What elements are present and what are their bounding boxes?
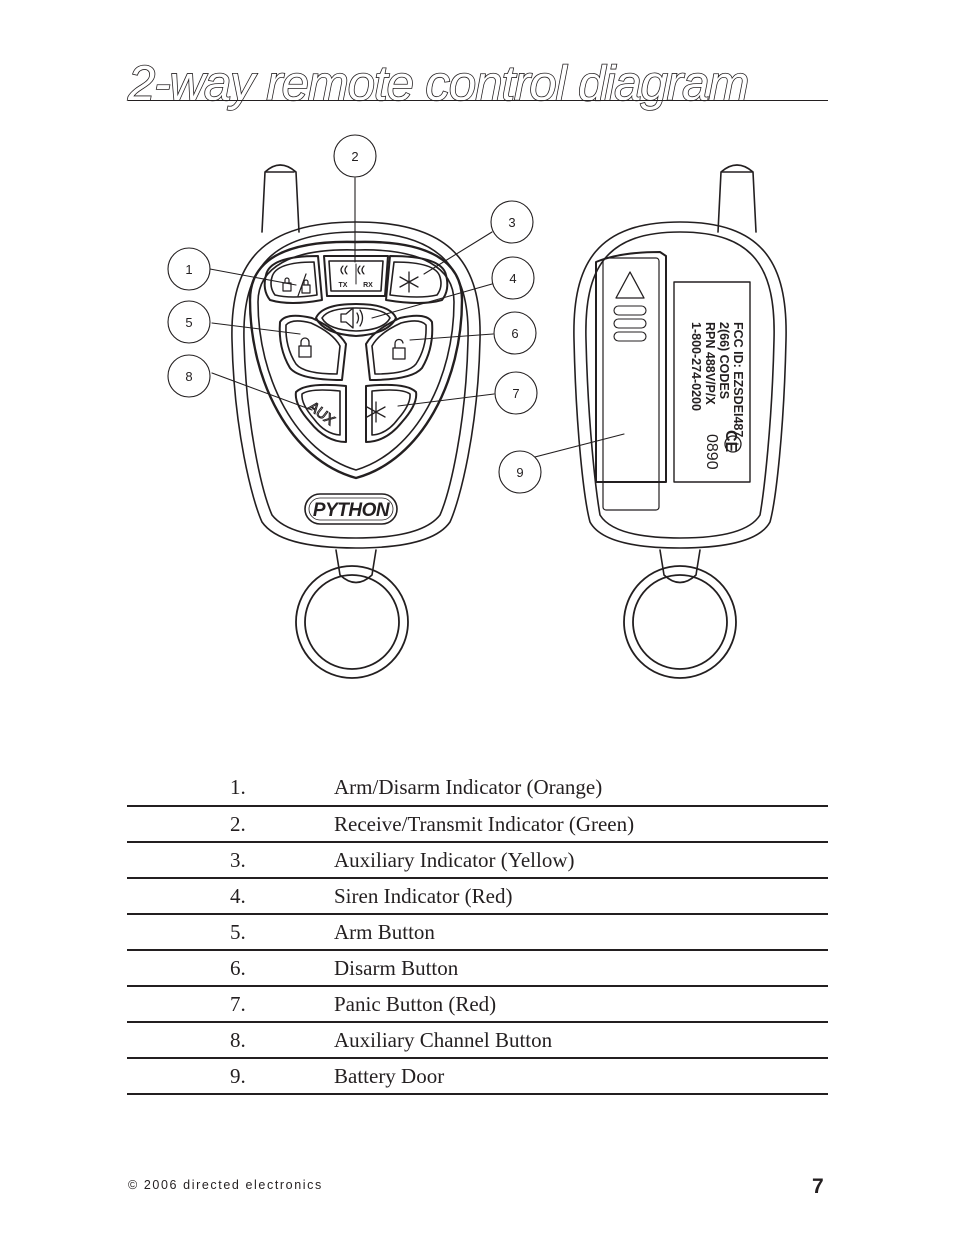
back-body	[573, 221, 787, 549]
callout-circle-2	[333, 134, 377, 178]
panic-asterisk-icon	[366, 401, 386, 423]
legend-number: 8.	[127, 1022, 334, 1059]
callout-label-8: 8	[185, 369, 192, 384]
footer-copyright: © 2006 directed electronics	[128, 1178, 323, 1192]
panic-button	[365, 383, 418, 443]
callout-label-1: 1	[185, 262, 192, 277]
signal-waves-icon	[340, 265, 365, 275]
auxiliary-indicator-button	[385, 255, 449, 304]
legend-description: Siren Indicator (Red)	[334, 878, 828, 915]
leader-line-8	[211, 372, 313, 411]
callout-circle-1	[167, 247, 211, 291]
legend-number: 6.	[127, 950, 334, 987]
callout-circle-4	[491, 256, 535, 300]
callout-circle-3	[490, 200, 534, 244]
legend-row: 2.Receive/Transmit Indicator (Green)	[127, 806, 828, 843]
legend-table: 1.Arm/Disarm Indicator (Orange)2.Receive…	[127, 770, 828, 1095]
regulatory-label-box	[673, 281, 751, 483]
callout-label-3: 3	[508, 215, 515, 230]
arm-button	[278, 314, 347, 381]
legend-description: Battery Door	[334, 1058, 828, 1095]
legend-number: 3.	[127, 842, 334, 879]
legend-description: Arm/Disarm Indicator (Orange)	[334, 770, 828, 807]
remote-back	[573, 164, 787, 679]
label-rpn: RPN 488V/P/X	[703, 322, 717, 405]
legend-row: 5.Arm Button	[127, 914, 828, 951]
up-arrow-icon	[615, 271, 645, 299]
legend-number: 9.	[127, 1058, 334, 1095]
callout-label-4: 4	[509, 271, 516, 286]
callout-label-9: 9	[516, 465, 523, 480]
back-key-ring	[623, 565, 737, 679]
back-antenna	[717, 164, 757, 233]
legend-description: Panic Button (Red)	[334, 986, 828, 1023]
leader-line-6	[409, 333, 494, 341]
legend-row: 3.Auxiliary Indicator (Yellow)	[127, 842, 828, 879]
legend-row: 6.Disarm Button	[127, 950, 828, 987]
callout-label-6: 6	[511, 326, 518, 341]
title-rule	[128, 100, 828, 101]
legend-number: 7.	[127, 986, 334, 1023]
door-grip	[613, 305, 647, 316]
callout-circle-5	[167, 300, 211, 344]
front-body	[231, 221, 481, 549]
legend-number: 5.	[127, 914, 334, 951]
callout-label-7: 7	[512, 386, 519, 401]
label-phone: 1-800-274-0200	[689, 322, 703, 411]
legend-description: Auxiliary Channel Button	[334, 1022, 828, 1059]
legend-number: 1.	[127, 770, 334, 807]
remote-front	[231, 164, 481, 679]
legend-description: Arm Button	[334, 914, 828, 951]
back-ring-mount	[659, 549, 701, 584]
speaker-icon	[340, 307, 364, 329]
callout-circle-6	[493, 311, 537, 355]
legend-row: 7.Panic Button (Red)	[127, 986, 828, 1023]
page-number: 7	[812, 1175, 824, 1198]
ce-mark: CE	[722, 430, 739, 453]
siren-button	[315, 303, 397, 337]
legend-row: 4.Siren Indicator (Red)	[127, 878, 828, 915]
locked-padlock-icon	[298, 337, 312, 358]
legend-description: Auxiliary Indicator (Yellow)	[334, 842, 828, 879]
tx-rx-indicator-button	[323, 255, 389, 297]
leader-line-5	[211, 322, 301, 335]
label-fcc-id: FCC ID: EZSDEI487	[731, 322, 745, 437]
front-antenna	[261, 164, 300, 233]
front-key-ring	[295, 565, 409, 679]
lock-unlock-icon	[282, 273, 311, 297]
rx-label: RX	[363, 282, 373, 289]
brand-logo: PYTHON	[313, 500, 391, 521]
asterisk-icon	[399, 271, 419, 293]
callout-circle-8	[167, 354, 211, 398]
legend-number: 4.	[127, 878, 334, 915]
legend-row: 1.Arm/Disarm Indicator (Orange)	[127, 770, 828, 807]
brand-badge	[304, 493, 398, 525]
callout-label-5: 5	[185, 315, 192, 330]
leader-line-4	[371, 283, 493, 319]
leader-line-1	[209, 268, 297, 286]
legend-row: 8.Auxiliary Channel Button	[127, 1022, 828, 1059]
disarm-button	[365, 314, 434, 381]
notified-body-number: 0890	[703, 434, 720, 470]
leader-line-7	[397, 393, 495, 407]
callout-circle-7	[494, 371, 538, 415]
legend-description: Disarm Button	[334, 950, 828, 987]
callout-circle-9	[498, 450, 542, 494]
callout-label-2: 2	[351, 149, 358, 164]
legend-description: Receive/Transmit Indicator (Green)	[334, 806, 828, 843]
remote-diagram: 1 2 3 4 5 6 7 8 9 TX RX AUX PYTHON 1-800…	[167, 134, 787, 679]
unlocked-padlock-icon	[392, 338, 406, 360]
page-title: 2-way remote control diagram	[127, 56, 750, 112]
aux-channel-button	[294, 383, 347, 443]
arm-disarm-indicator-button	[263, 255, 323, 304]
battery-door	[595, 251, 667, 483]
alert-circle-icon	[724, 435, 742, 453]
leader-line-3	[423, 231, 493, 275]
legend-row: 9.Battery Door	[127, 1058, 828, 1095]
tx-label: TX	[339, 282, 348, 289]
legend-number: 2.	[127, 806, 334, 843]
label-codes: 2(66) CODES	[717, 322, 731, 399]
keypad-bezel	[248, 240, 464, 480]
front-ring-mount	[335, 549, 377, 584]
